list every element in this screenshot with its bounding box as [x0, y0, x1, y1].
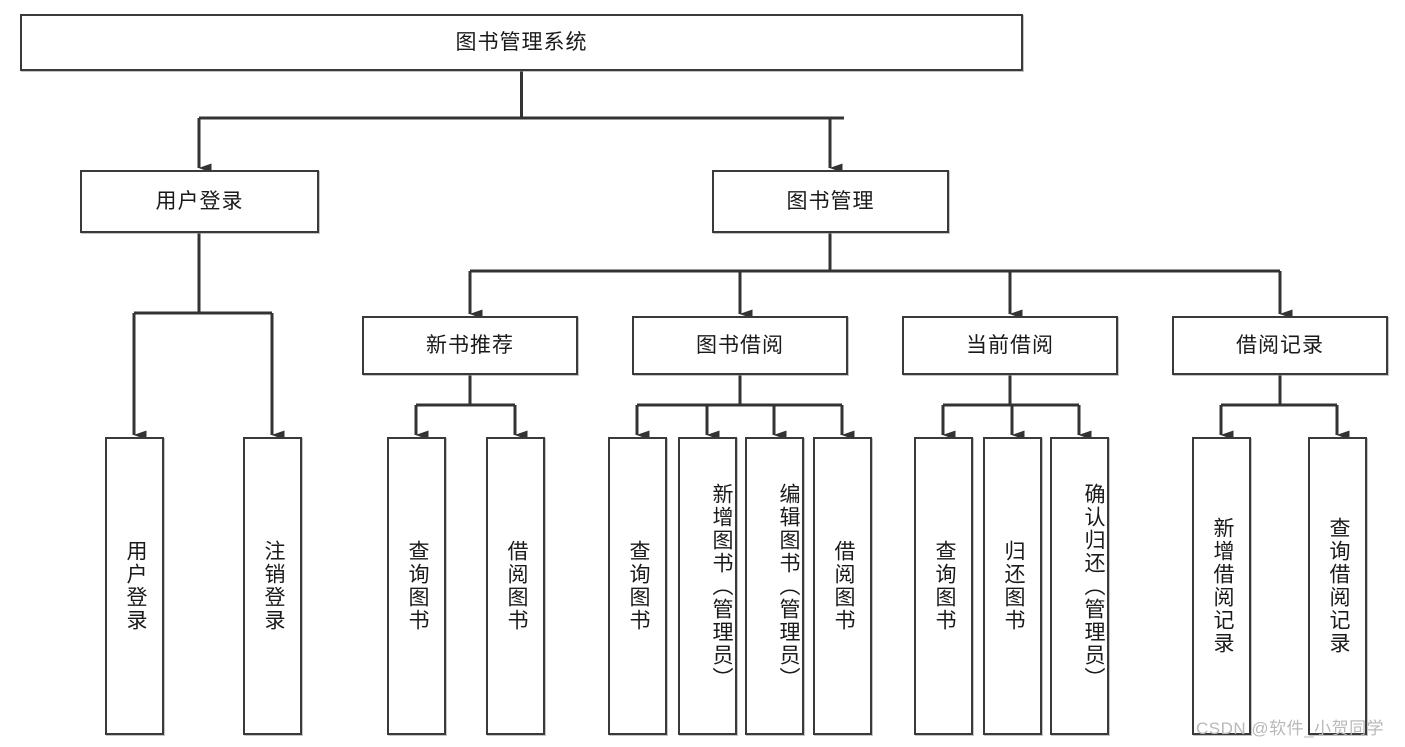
node-leaf-add-book[interactable]: 新增图书（管理员）	[678, 437, 737, 735]
node-label: 查询图书	[405, 540, 429, 632]
node-root[interactable]: 图书管理系统	[20, 14, 1023, 71]
node-label: 用户登录	[123, 540, 147, 632]
node-leaf-query-book-borrow[interactable]: 查询图书	[608, 437, 667, 735]
node-label: 编辑图书（管理员）	[777, 482, 800, 690]
node-leaf-query-book-rec[interactable]: 查询图书	[387, 437, 446, 735]
node-label: 新增图书（管理员）	[710, 482, 733, 690]
node-label: 当前借阅	[966, 333, 1054, 357]
node-label: 借阅图书	[831, 540, 855, 632]
node-label: 新书推荐	[426, 333, 514, 357]
node-user-login[interactable]: 用户登录	[80, 170, 319, 233]
node-leaf-user-login[interactable]: 用户登录	[105, 437, 164, 735]
node-borrow-record[interactable]: 借阅记录	[1172, 316, 1388, 375]
node-label: 注销登录	[261, 540, 285, 632]
node-current-borrow[interactable]: 当前借阅	[902, 316, 1118, 375]
node-leaf-confirm-return[interactable]: 确认归还（管理员）	[1050, 437, 1109, 735]
node-label: 新增借阅记录	[1210, 517, 1234, 655]
node-book-management[interactable]: 图书管理	[712, 170, 949, 233]
node-leaf-add-borrow-record[interactable]: 新增借阅记录	[1192, 437, 1251, 735]
node-label: 查询借阅记录	[1326, 517, 1350, 655]
node-label: 查询图书	[932, 540, 956, 632]
node-leaf-borrow-book[interactable]: 借阅图书	[813, 437, 872, 735]
node-label: 借阅图书	[504, 540, 528, 632]
node-label: 图书借阅	[696, 333, 784, 357]
node-leaf-return-book[interactable]: 归还图书	[983, 437, 1042, 735]
node-leaf-query-borrow-record[interactable]: 查询借阅记录	[1308, 437, 1367, 735]
node-leaf-query-book-current[interactable]: 查询图书	[914, 437, 973, 735]
node-new-book-recommend[interactable]: 新书推荐	[362, 316, 578, 375]
node-leaf-borrow-book-rec[interactable]: 借阅图书	[486, 437, 545, 735]
csdn-watermark: CSDN @软件_小贺同学	[1196, 719, 1385, 738]
node-label: 归还图书	[1001, 540, 1025, 632]
node-label: 确认归还（管理员）	[1082, 482, 1105, 690]
node-leaf-logout[interactable]: 注销登录	[243, 437, 302, 735]
node-label: 图书管理系统	[455, 30, 588, 54]
node-label: 图书管理	[786, 189, 875, 213]
node-label: 用户登录	[155, 189, 244, 213]
node-book-borrow[interactable]: 图书借阅	[632, 316, 848, 375]
node-label: 借阅记录	[1236, 333, 1324, 357]
node-leaf-edit-book[interactable]: 编辑图书（管理员）	[745, 437, 804, 735]
node-label: 查询图书	[626, 540, 650, 632]
